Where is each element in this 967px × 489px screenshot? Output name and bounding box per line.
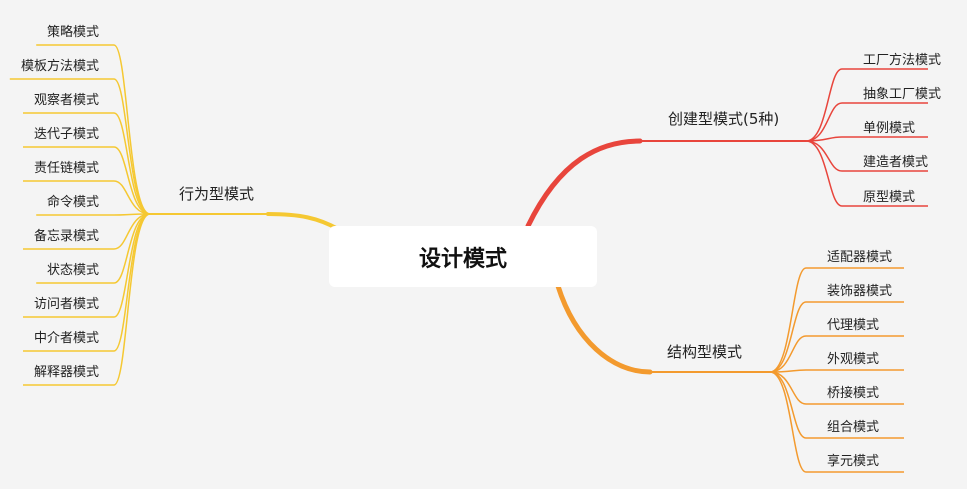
leaf-structural-2[interactable]: 代理模式: [827, 318, 879, 333]
leaf-structural-0[interactable]: 适配器模式: [827, 250, 892, 265]
leaf-behavioral-4[interactable]: 责任链模式: [34, 161, 99, 176]
link-creational-leaf: [805, 68, 843, 142]
leaf-creational-4[interactable]: 原型模式: [863, 190, 915, 205]
leaf-behavioral-2[interactable]: 观察者模式: [34, 93, 99, 108]
branch-behavioral-label[interactable]: 行为型模式: [179, 185, 254, 203]
leaf-behavioral-6[interactable]: 备忘录模式: [34, 228, 99, 244]
link-root-structural: [555, 283, 653, 375]
leaf-creational-0[interactable]: 工厂方法模式: [863, 52, 941, 68]
link-structural-leaf: [769, 335, 807, 373]
link-behavioral-leaf: [113, 78, 151, 215]
link-behavioral-leaf: [113, 213, 151, 250]
link-creational-leaf: [805, 140, 843, 172]
branch-structural-label[interactable]: 结构型模式: [667, 343, 742, 361]
link-behavioral-leaf: [113, 213, 151, 386]
link-root-behavioral: [266, 212, 340, 231]
leaf-creational-3[interactable]: 建造者模式: [863, 155, 928, 170]
leaf-behavioral-5[interactable]: 命令模式: [47, 194, 99, 210]
mindmap-leaves: 工厂方法模式抽象工厂模式单例模式建造者模式原型模式适配器模式装饰器模式代理模式外…: [21, 24, 941, 469]
branch-creational-label[interactable]: 创建型模式(5种): [668, 110, 779, 128]
link-behavioral-leaf: [113, 44, 151, 215]
leaf-behavioral-0[interactable]: 策略模式: [47, 24, 99, 40]
mindmap-links: [9, 44, 928, 473]
leaf-behavioral-8[interactable]: 访问者模式: [34, 297, 99, 312]
leaf-structural-6[interactable]: 享元模式: [827, 453, 879, 469]
leaf-structural-1[interactable]: 装饰器模式: [827, 284, 892, 299]
link-creational-leaf: [805, 102, 843, 142]
leaf-behavioral-3[interactable]: 迭代子模式: [34, 127, 99, 142]
link-behavioral-leaf: [113, 213, 151, 352]
leaf-structural-5[interactable]: 组合模式: [827, 420, 879, 435]
link-root-creational: [525, 138, 643, 229]
leaf-structural-3[interactable]: 外观模式: [827, 352, 879, 367]
root-node-label: 设计模式: [418, 246, 507, 272]
link-structural-leaf: [769, 301, 807, 373]
link-behavioral-leaf: [113, 180, 151, 215]
link-structural-leaf: [769, 267, 807, 373]
link-behavioral-leaf: [113, 112, 151, 215]
link-behavioral-leaf: [113, 146, 151, 215]
leaf-behavioral-1[interactable]: 模板方法模式: [21, 58, 99, 74]
link-creational-leaf: [805, 140, 843, 207]
link-structural-leaf: [769, 371, 807, 405]
leaf-behavioral-7[interactable]: 状态模式: [47, 263, 99, 278]
leaf-behavioral-9[interactable]: 中介者模式: [34, 331, 99, 346]
leaf-creational-2[interactable]: 单例模式: [863, 121, 915, 136]
link-structural-leaf: [769, 371, 807, 473]
root-node[interactable]: 设计模式: [329, 226, 597, 287]
leaf-structural-4[interactable]: 桥接模式: [827, 385, 879, 401]
leaf-creational-1[interactable]: 抽象工厂模式: [863, 87, 941, 102]
leaf-behavioral-10[interactable]: 解释器模式: [34, 365, 99, 380]
